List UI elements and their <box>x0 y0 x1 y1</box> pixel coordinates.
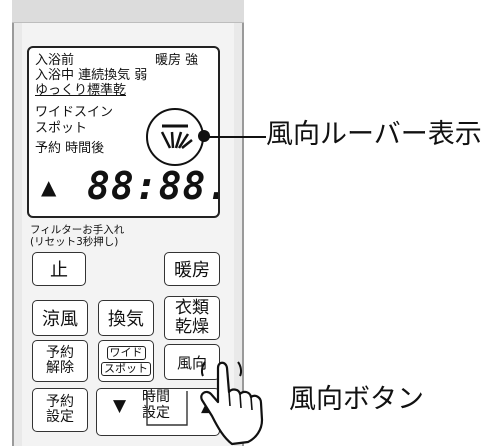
lcd-timer-digits: 88:88. <box>87 164 220 208</box>
filter-reset-note: フィルターお手入れ (リセット3秒押し) <box>30 224 124 248</box>
clothes-dry-button[interactable]: 衣類 乾燥 <box>164 296 220 340</box>
cancel-label-1: 予約 <box>46 345 74 361</box>
cool-breeze-button[interactable]: 涼風 <box>32 300 88 336</box>
time-label-2: 設定 <box>142 405 170 421</box>
time-label-bracket <box>146 391 188 426</box>
lcd-row1-left: 入浴前 <box>35 53 75 68</box>
stop-button[interactable]: 止 <box>32 252 86 286</box>
louver-icon <box>160 124 193 149</box>
ventilation-button[interactable]: 換気 <box>98 300 154 336</box>
clothes-dry-label-1: 衣類 <box>175 298 209 318</box>
filter-note-line2: (リセット3秒押し) <box>30 236 119 248</box>
lcd-row5: スポット <box>35 121 88 136</box>
clothes-dry-label-2: 乾燥 <box>175 317 209 337</box>
remote-top-divider <box>12 22 244 23</box>
direction-button-callout: 風向ボタン <box>289 384 424 415</box>
lcd-row4: ワイドスイン <box>35 105 114 120</box>
lcd-display: 入浴前 暖房 強 入浴中 連続換気 弱 ゆっくり標準乾 ワイドスイン スポット … <box>27 46 220 218</box>
set-label-1: 予約 <box>46 394 74 410</box>
lcd-row3: ゆっくり標準乾 <box>35 83 127 98</box>
time-label-1: 時間 <box>142 389 170 405</box>
remote-top-band <box>12 0 244 22</box>
filter-note-line1: フィルターお手入れ <box>30 224 125 236</box>
wide-spot-button[interactable]: ワイド スポット <box>98 340 154 382</box>
spot-label: スポット <box>101 362 151 376</box>
cancel-label-2: 解除 <box>46 360 74 376</box>
reservation-set-button[interactable]: 予約 設定 <box>32 388 88 432</box>
wind-direction-button[interactable]: 風向 <box>164 344 220 380</box>
lcd-row2: 入浴中 連続換気 弱 <box>35 68 148 83</box>
lcd-up-arrow: ▲ <box>41 175 57 199</box>
time-down-button[interactable]: ▼ <box>113 396 127 416</box>
set-label-2: 設定 <box>46 409 74 425</box>
lcd-row6: 予約 時間後 <box>35 141 105 156</box>
lcd-row1-right: 暖房 強 <box>155 53 199 68</box>
time-setting-label: 時間 設定 <box>142 389 170 421</box>
reservation-cancel-button[interactable]: 予約 解除 <box>32 340 88 382</box>
heating-button[interactable]: 暖房 <box>164 252 220 286</box>
pointing-hand-icon <box>200 361 264 446</box>
callout-leader-line <box>204 136 266 138</box>
wide-label: ワイド <box>106 346 146 360</box>
louver-indicator-ring <box>146 108 204 166</box>
louver-display-callout: 風向ルーバー表示 <box>266 119 482 150</box>
time-setting-group <box>96 388 220 436</box>
